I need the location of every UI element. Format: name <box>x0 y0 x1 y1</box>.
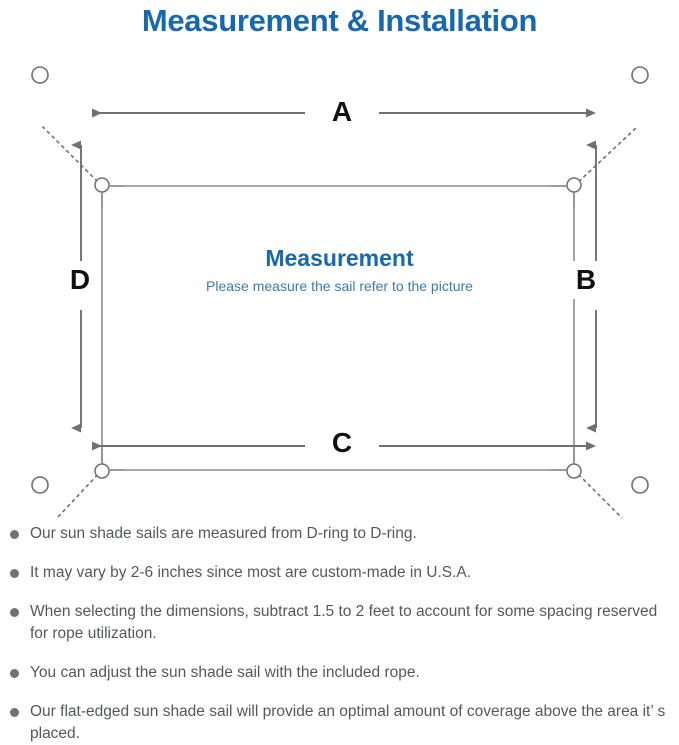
d-ring-bottom-right <box>566 463 582 479</box>
rope-top-left <box>42 126 103 187</box>
note-text: Our sun shade sails are measured from D-… <box>30 525 417 542</box>
corner-accent-top-right <box>551 185 575 208</box>
anchor-point-bottom-right <box>631 476 649 494</box>
sail-outline <box>101 185 575 471</box>
note-text: Our flat-edged sun shade sail will provi… <box>30 703 666 742</box>
page-title: Measurement & Installation <box>141 3 538 38</box>
notes-list: Our sun shade sails are measured from D-… <box>0 523 679 745</box>
bullet-icon <box>10 608 19 617</box>
corner-accent-bottom-left <box>101 448 125 471</box>
d-ring-top-left <box>94 177 110 193</box>
note-item: Our flat-edged sun shade sail will provi… <box>0 701 679 745</box>
note-item: When selecting the dimensions, subtract … <box>0 601 679 645</box>
note-text: It may vary by 2-6 inches since most are… <box>30 564 472 581</box>
bullet-icon <box>10 708 19 717</box>
bullet-icon <box>10 530 19 539</box>
diagram-svg <box>31 66 649 518</box>
anchor-point-top-right <box>631 66 649 84</box>
corner-accent-top-left <box>101 185 125 208</box>
dimension-label-d: D <box>60 261 100 299</box>
dimension-label-c: C <box>305 429 379 457</box>
rope-bottom-right <box>573 469 624 518</box>
bullet-icon <box>10 669 19 678</box>
dimension-label-b: B <box>566 261 606 299</box>
d-ring-bottom-left <box>94 463 110 479</box>
rope-bottom-left <box>55 469 103 518</box>
corner-accent-bottom-right <box>551 448 575 471</box>
anchor-point-bottom-left <box>31 476 49 494</box>
anchor-point-top-left <box>31 66 49 84</box>
sail-measurement-diagram: Measurement Please measure the sail refe… <box>0 48 679 518</box>
rope-top-right <box>573 126 638 187</box>
dimension-label-a: A <box>305 98 379 126</box>
note-text: When selecting the dimensions, subtract … <box>30 603 658 642</box>
note-text: You can adjust the sun shade sail with t… <box>30 664 420 681</box>
d-ring-top-right <box>566 177 582 193</box>
note-item: It may vary by 2-6 inches since most are… <box>0 562 679 584</box>
note-item: You can adjust the sun shade sail with t… <box>0 662 679 684</box>
note-item: Our sun shade sails are measured from D-… <box>0 523 679 545</box>
bullet-icon <box>10 569 19 578</box>
